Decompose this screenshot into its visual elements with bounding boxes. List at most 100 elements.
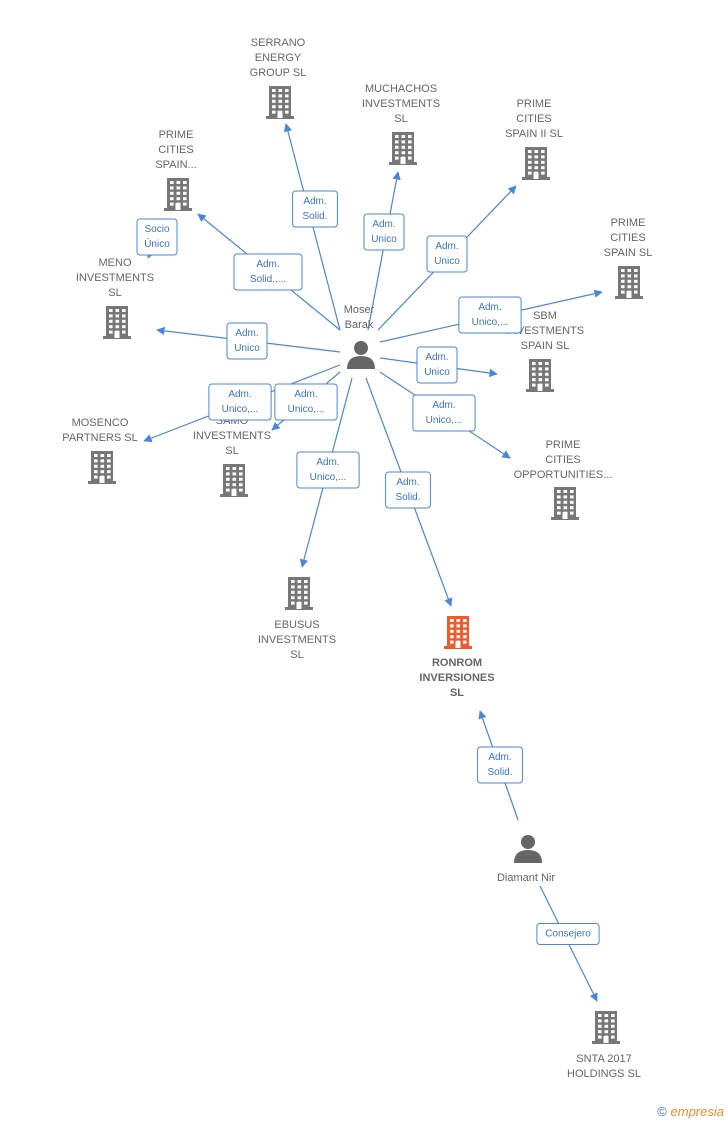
node-label-line: CITIES <box>158 144 193 156</box>
edge-role-text: Solid.,... <box>250 274 286 285</box>
edge-role-label[interactable]: Adm. Solid. <box>385 471 431 509</box>
node-label-line: INVESTMENTS <box>193 430 271 442</box>
node-label-line: Diamant Nir <box>497 872 555 884</box>
node-label-line: SPAIN II SL <box>505 128 563 140</box>
edge-role-box <box>292 190 338 228</box>
edge-role-label[interactable]: Adm.Solid. <box>477 746 523 784</box>
edge-role-text: Unico,... <box>310 472 347 483</box>
edge-role-box <box>136 218 178 256</box>
edge-role-box <box>233 253 303 291</box>
node-label-line: CITIES <box>610 232 645 244</box>
empresia-logo: © empresia <box>657 1104 724 1119</box>
edge-role-text: Adm. <box>435 241 458 252</box>
edge-role-text: Unico,... <box>222 404 259 415</box>
node-label-line: PRIME <box>159 129 194 141</box>
node-label-line: EBUSUS <box>274 619 319 631</box>
building-icon <box>444 616 472 649</box>
node-label-line: SL <box>290 649 303 661</box>
edge-role-text: Adm. <box>294 389 317 400</box>
edge-role-label[interactable]: Adm.Unico,... <box>458 296 522 334</box>
node-prime-opp[interactable]: PRIMECITIESOPPORTUNITIES... <box>514 439 613 520</box>
edge-role-text: Solid. <box>395 492 420 503</box>
edge-role-label[interactable]: Adm. Unico,... <box>274 383 338 421</box>
edge-role-text: Socio <box>144 224 169 235</box>
edge-role-label[interactable]: Adm. Unico <box>426 235 468 273</box>
building-icon <box>220 464 248 497</box>
node-label-line: HOLDINGS SL <box>567 1068 641 1080</box>
copyright-icon: © <box>657 1104 667 1119</box>
edge-role-text: Unico <box>234 343 260 354</box>
building-icon <box>615 266 643 299</box>
edge-role-text: Adm. <box>235 328 258 339</box>
edge-role-box <box>208 383 272 421</box>
node-prime-dots[interactable]: PRIMECITIESSPAIN... <box>155 129 197 211</box>
node-label-line: PARTNERS SL <box>62 432 137 444</box>
building-icon <box>164 178 192 211</box>
node-label-line: RONROM <box>432 657 482 669</box>
node-label-line: OPPORTUNITIES... <box>514 469 613 481</box>
edge-role-text: Adm. <box>316 457 339 468</box>
edge-role-label[interactable]: Adm. Unico <box>226 322 268 360</box>
node-label-line: INVESTMENTS <box>362 98 440 110</box>
building-icon <box>522 147 550 180</box>
edge-role-label[interactable]: Adm.Unico,... <box>208 383 272 421</box>
building-icon <box>389 132 417 165</box>
edge-role-label[interactable]: Adm. Unico,... <box>296 451 360 489</box>
edge-role-text: Unico <box>434 256 460 267</box>
edge-role-text: Solid. <box>302 211 327 222</box>
node-prime-sl[interactable]: PRIME CITIES SPAIN SL <box>604 217 653 299</box>
edge-role-box <box>458 296 522 334</box>
edge-role-text: Consejero <box>545 929 591 940</box>
node-label-line: PRIME <box>611 217 646 229</box>
building-icon <box>285 577 313 610</box>
edge-role-label[interactable]: Adm. Solid. <box>292 190 338 228</box>
edge-role-label[interactable]: Adm.Unico <box>363 213 405 251</box>
node-label-line: SL <box>225 445 238 457</box>
node-diamant[interactable]: Diamant Nir <box>497 835 555 884</box>
edge-role-text: Unico,... <box>426 415 463 426</box>
edge-role-box <box>416 346 458 384</box>
logo-initial: e <box>670 1104 678 1119</box>
node-label-line: MUCHACHOS <box>365 83 437 95</box>
building-icon <box>592 1011 620 1044</box>
edge-role-box <box>412 394 476 432</box>
edge-role-text: Adm. <box>396 477 419 488</box>
edge-role-text: Adm. <box>425 352 448 363</box>
edge-role-text: Solid. <box>487 767 512 778</box>
node-label-line: ENERGY <box>255 52 302 64</box>
edge-role-label[interactable]: Adm.Unico <box>416 346 458 384</box>
edge-role-label[interactable]: Adm.Solid.,... <box>233 253 303 291</box>
edge-labels-layer: Adm.Solid.Adm.UnicoAdm.UnicoAdm.Solid.,.… <box>136 190 600 945</box>
edge-role-text: Adm. <box>303 196 326 207</box>
node-label-line: SL <box>450 687 464 699</box>
edge-role-box <box>536 923 600 945</box>
edge-role-text: Único <box>144 237 170 250</box>
edge-role-box <box>477 746 523 784</box>
building-icon <box>103 306 131 339</box>
edge-role-label[interactable]: Adm.Unico,... <box>412 394 476 432</box>
node-label-line: SPAIN SL <box>604 247 653 259</box>
node-label-line: Barak <box>345 319 374 331</box>
edge-role-label[interactable]: Consejero <box>536 923 600 945</box>
edge-role-text: Unico,... <box>288 404 325 415</box>
node-label-line: GROUP SL <box>250 67 307 79</box>
building-icon <box>266 86 294 119</box>
node-label-line: INVESTMENTS <box>76 272 154 284</box>
node-label-line: INVESTMENTS <box>506 325 584 337</box>
edge-role-box <box>296 451 360 489</box>
edge-role-box <box>426 235 468 273</box>
node-label-line: CITIES <box>545 454 580 466</box>
